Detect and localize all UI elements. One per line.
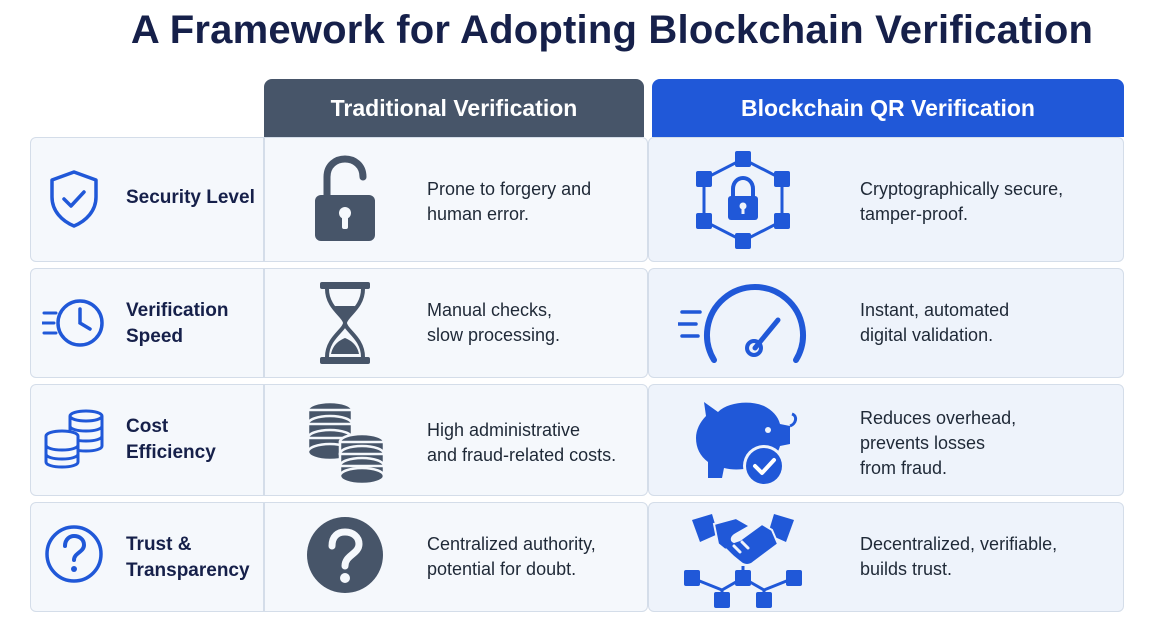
piggy-bank-check-icon xyxy=(696,402,798,487)
traditional-description: Prone to forgery and human error. xyxy=(427,179,592,224)
question-badge-icon xyxy=(307,517,383,593)
page-title: A Framework for Adopting Blockchain Veri… xyxy=(130,8,1094,52)
row-panel-right xyxy=(648,137,1124,262)
blockchain-description: Instant, automated digital validation. xyxy=(860,300,1010,345)
row-label: Trust & Transparency xyxy=(126,534,250,581)
fast-clock-icon xyxy=(42,299,104,347)
column-divider xyxy=(263,502,265,612)
traditional-description: Manual checks, slow processing. xyxy=(427,300,561,345)
handshake-network-icon xyxy=(684,514,802,608)
blockchain-description: Reduces overhead, prevents losses from f… xyxy=(860,408,1017,478)
traditional-column-header: Traditional Verification xyxy=(264,79,644,137)
row-panel-right xyxy=(648,268,1124,378)
hourglass-icon xyxy=(320,282,370,364)
blockchain-description: Decentralized, verifiable, builds trust. xyxy=(860,534,1058,579)
blockchain-description: Cryptographically secure, tamper-proof. xyxy=(860,179,1064,224)
traditional-description: High administrative and fraud-related co… xyxy=(427,420,617,465)
question-circle-icon xyxy=(45,525,103,583)
comparison-row-security: Security Level Prone to forgery and huma… xyxy=(30,137,1124,262)
row-label: Verification Speed xyxy=(126,300,229,347)
column-divider xyxy=(263,268,265,378)
comparison-row-trust: Trust & Transparency Centralized authori… xyxy=(30,502,1124,612)
column-divider xyxy=(263,137,265,262)
column-divider xyxy=(263,384,265,496)
comparison-row-speed: Verification Speed Manual checks, slow p… xyxy=(30,268,1124,378)
shield-check-icon xyxy=(50,170,98,228)
unlocked-padlock-icon xyxy=(315,155,375,241)
row-label: Security Level xyxy=(126,187,255,208)
speedometer-icon xyxy=(678,284,806,363)
coin-stack-icon xyxy=(44,409,104,469)
coin-stacks-icon xyxy=(306,400,386,486)
comparison-row-cost: Cost Efficiency High administrative and … xyxy=(30,384,1124,496)
row-label: Cost Efficiency xyxy=(126,416,216,463)
blockchain-lock-network-icon xyxy=(696,151,790,249)
blockchain-column-header: Blockchain QR Verification xyxy=(652,79,1124,137)
traditional-description: Centralized authority, potential for dou… xyxy=(427,534,596,579)
